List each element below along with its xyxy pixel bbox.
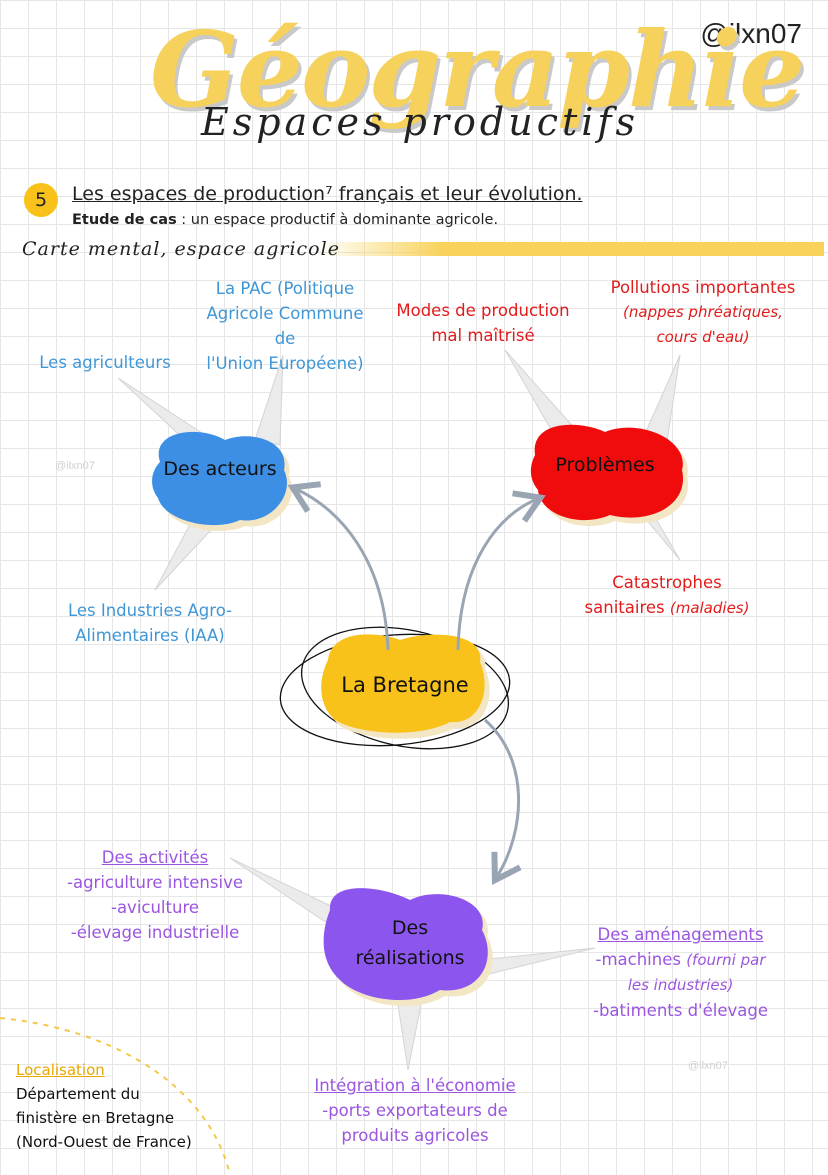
machines-text: -machines [595,950,687,969]
iaa-line-2: Alimentaires (IAA) [75,626,225,645]
acteurs-iaa: Les Industries Agro- Alimentaires (IAA) [50,598,250,648]
catastrophes-line-1: Catastrophes [612,573,722,592]
center-blob [321,634,485,733]
integration-title: Intégration à l'économie [314,1076,516,1095]
watermark-1: @ilxn07 [55,460,95,472]
activites-item-1: -agriculture intensive [67,873,243,892]
acteurs-agriculteurs: Les agriculteurs [39,353,171,372]
iaa-line-1: Les Industries Agro- [67,601,233,620]
page-title: Géographie [150,8,805,131]
activites-item-3: -élevage industrielle [70,923,240,942]
sanitaires-text: sanitaires [584,598,670,617]
catastrophes-line-2: sanitaires (maladies) [572,595,762,621]
integration-line-1: -ports exportateurs de [322,1101,508,1120]
acteurs-pac: La PAC (Politique Agricole Commune de l'… [195,276,375,376]
node-problemes-label: Problèmes [555,454,655,476]
case-study-text: : un espace productif à dominante agrico… [176,212,499,228]
machines-detail-1: (fourni par [686,951,766,969]
realisations-activites: Des activités -agriculture intensive -av… [40,845,270,945]
problemes-modes: Modes de production mal maîtrisé [388,298,578,348]
acteurs-blob [152,431,287,526]
localisation-line-2: finistère en Bretagne [16,1109,175,1127]
page-subtitle: Espaces productifs [200,100,639,144]
arrow-to-problemes [456,490,546,651]
section-number-badge: 5 [24,183,58,217]
machines-detail-2: les industries) [627,976,734,994]
node-acteurs-label: Des acteurs [163,458,277,480]
localisation-line-3: (Nord-Ouest de France) [16,1133,192,1151]
realisations-spikes [229,857,596,1071]
localisation-block: Localisation Département du finistère en… [16,1058,192,1154]
author-handle: @ilxn07 [700,18,802,49]
pollutions-detail-1: (nappes phréatiques, [623,303,783,321]
realisations-amenagements: Des aménagements -machines (fourni par l… [583,922,778,1023]
node-realisations-line-2: réalisations [355,947,465,969]
center-ring-2 [300,626,510,750]
pollutions-detail-2: cours d'eau) [656,328,750,346]
node-realisations-label: Des réalisations [335,913,485,973]
pac-line-3: l'Union Européene) [206,354,364,373]
localisation-title: Localisation [16,1061,105,1079]
case-study-line: Etude de cas : un espace productif à dom… [72,212,498,228]
pollutions-title: Pollutions importantes [610,278,796,297]
arrow-to-acteurs [287,481,390,651]
localisation-dashed-arc [0,1017,231,1175]
problemes-catastrophes: Catastrophes sanitaires (maladies) [572,570,762,621]
node-realisations-line-1: Des [391,917,429,939]
localisation-line-1: Département du [16,1085,140,1103]
acteurs-spikes [117,354,284,591]
pac-line-1: La PAC (Politique [215,279,355,298]
problemes-blob [530,424,684,521]
realisations-integration: Intégration à l'économie -ports exportat… [290,1073,540,1148]
mind-map-label: Carte mental, espace agricole [22,238,340,260]
pac-line-2: Agricole Commune de [206,304,364,348]
activites-title: Des activités [101,848,209,867]
node-center-label: La Bretagne [341,673,469,697]
modes-line-1: Modes de production [396,301,570,320]
case-study-label: Etude de cas [72,212,177,228]
maladies-text: (maladies) [669,599,750,617]
realisations-blob [323,888,488,1001]
arrow-to-realisations [484,718,522,886]
watermark-2: @ilxn07 [688,1060,728,1072]
center-ring-1 [279,633,511,747]
activites-item-2: -aviculture [110,898,200,917]
integration-line-2: produits agricoles [341,1126,489,1145]
section-heading: Les espaces de production⁷ français et l… [72,183,583,205]
machines-line: -machines (fourni par [583,947,778,973]
highlight-bar [318,242,824,256]
amenagements-title: Des aménagements [597,925,764,944]
modes-line-2: mal maîtrisé [431,326,535,345]
problemes-pollutions: Pollutions importantes (nappes phréatiqu… [598,275,808,350]
batiments-line: -batiments d'élevage [593,1001,768,1020]
